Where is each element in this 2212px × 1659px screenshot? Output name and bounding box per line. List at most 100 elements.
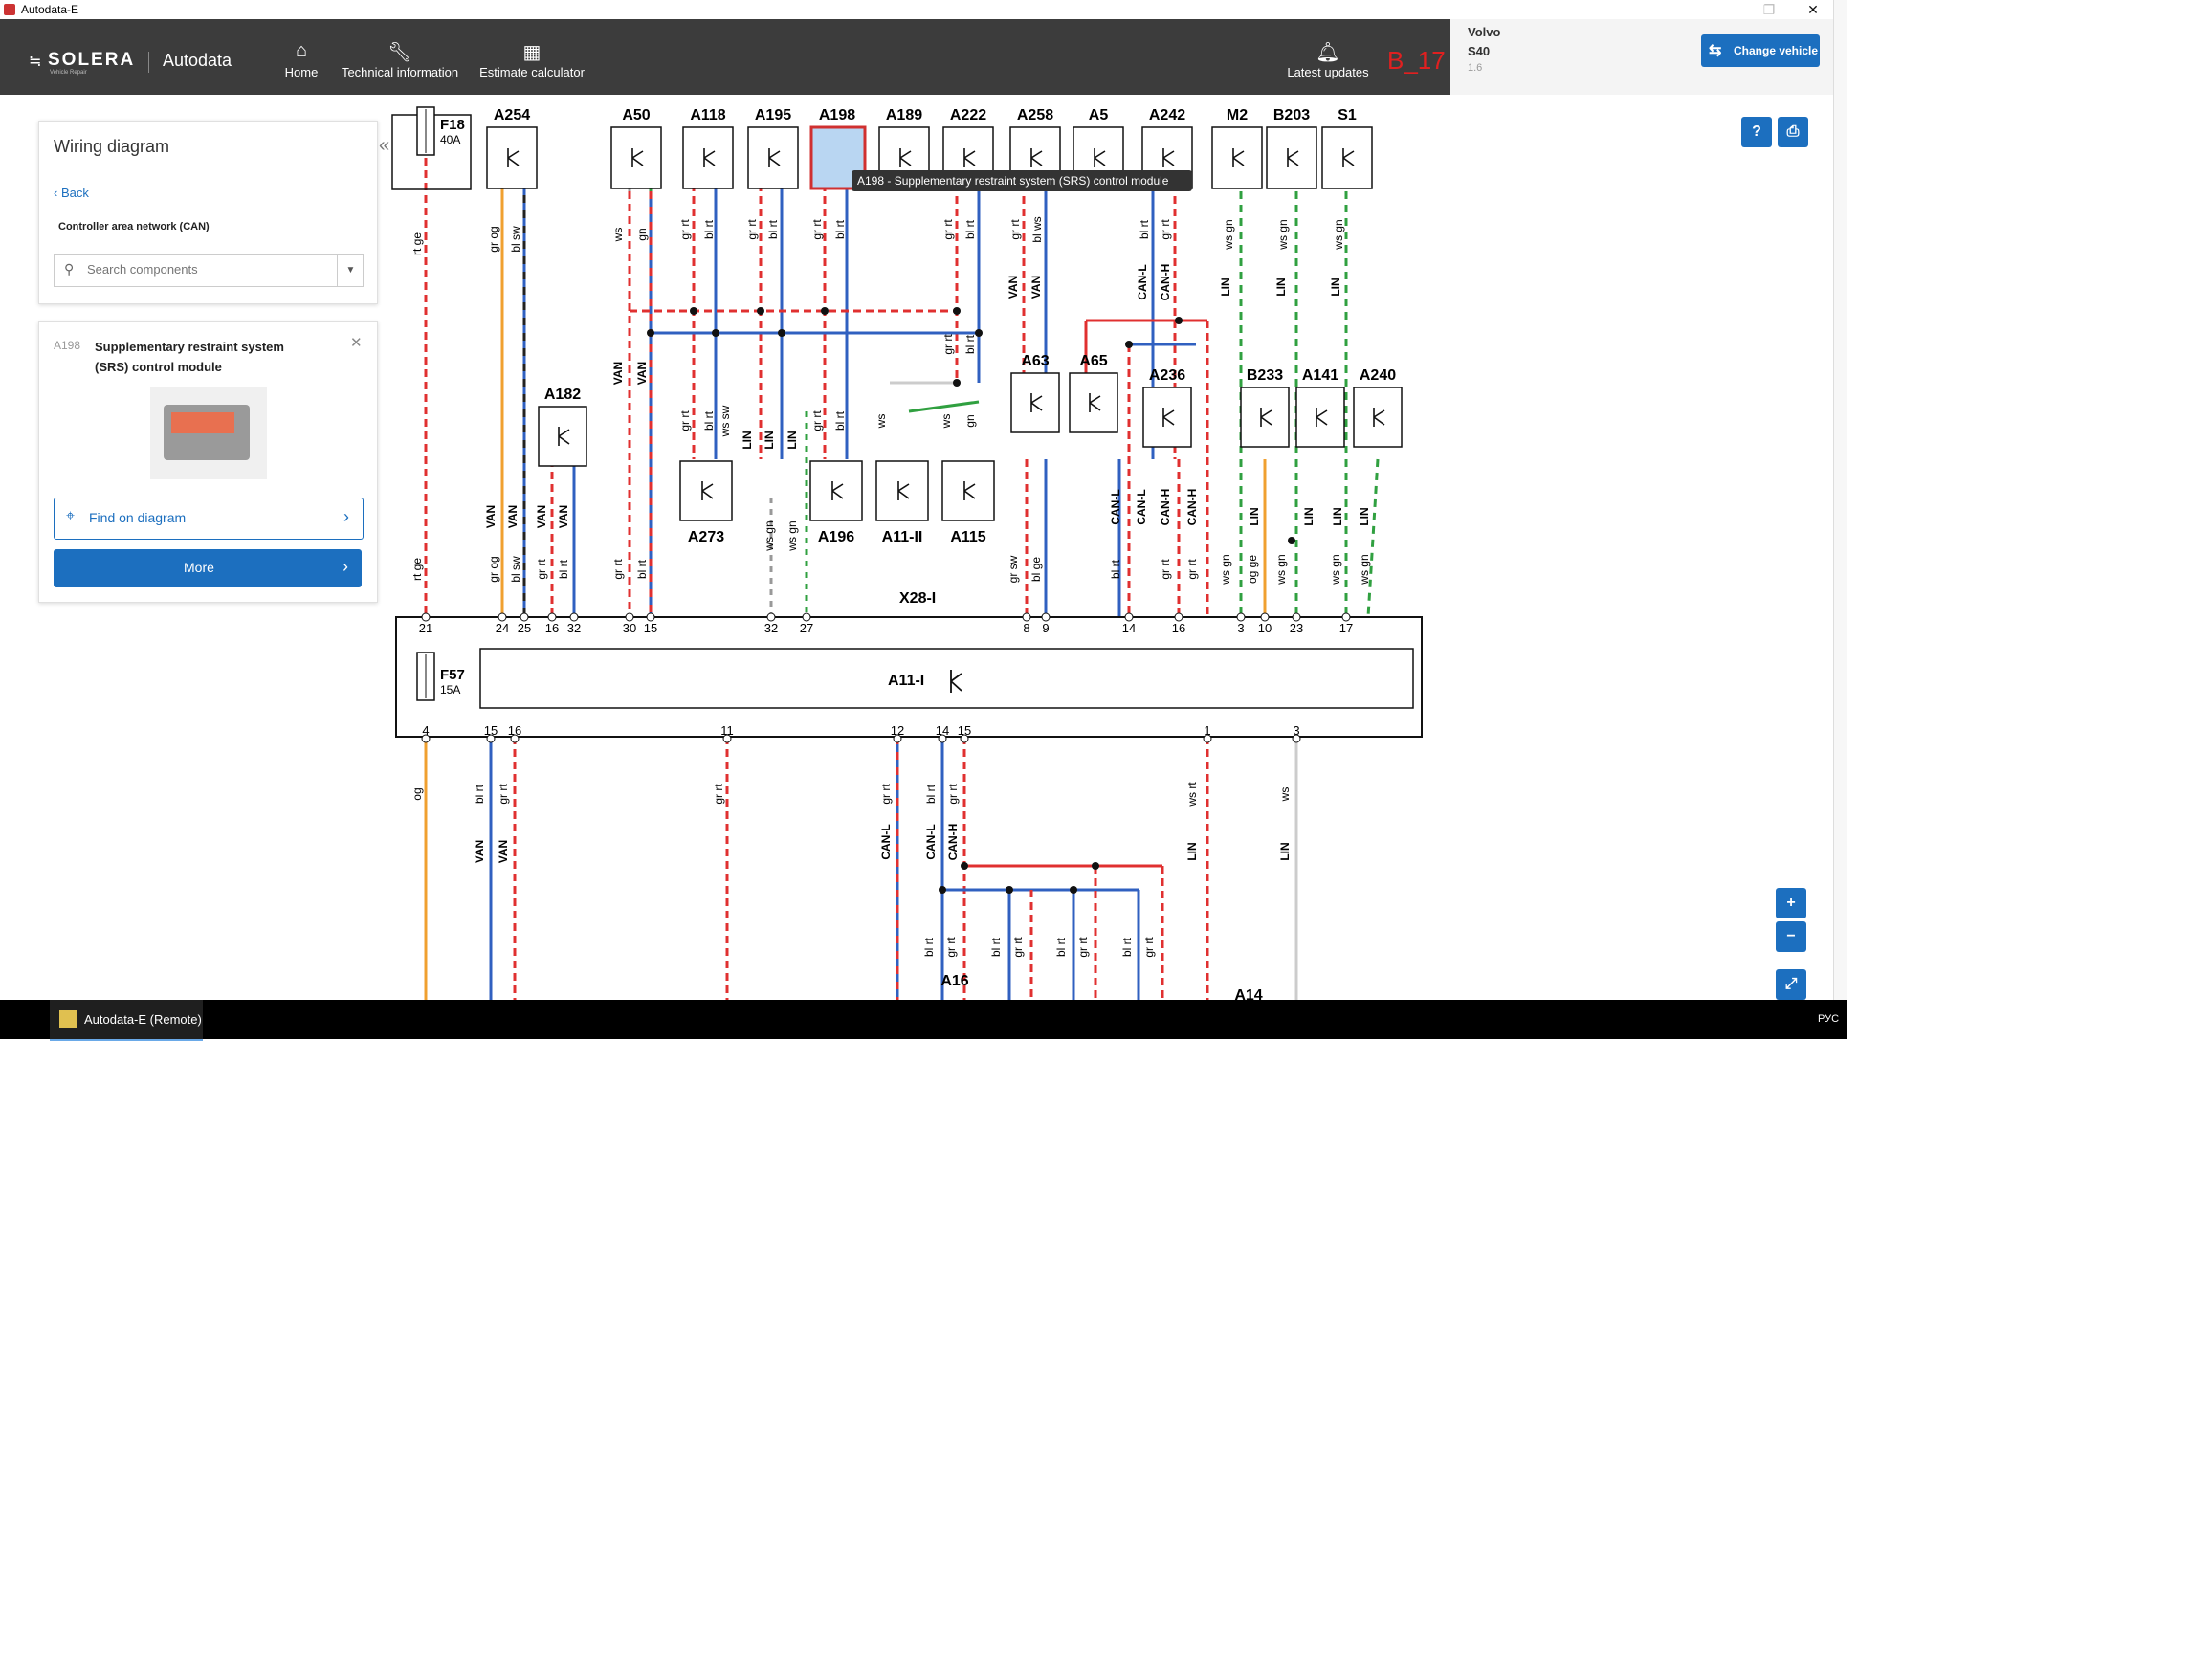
module-label: A273 <box>688 529 724 545</box>
module-box <box>1240 387 1290 448</box>
fuse-f18[interactable]: F18 40A <box>391 106 472 190</box>
nav-technical-information[interactable]: 🔧︎ Technical information <box>337 40 463 79</box>
target-icon: ⌖ <box>66 508 76 524</box>
more-chevron-icon: › <box>343 557 348 576</box>
module-a240[interactable]: A240 <box>1353 367 1403 448</box>
wire-label: ws gn <box>1219 554 1232 585</box>
search-dropdown-icon[interactable]: ▼ <box>337 255 364 286</box>
module-label: A254 <box>494 107 530 123</box>
fit-screen-button[interactable]: ⤢ <box>1776 969 1806 1000</box>
wire-label: bl rt <box>963 334 977 354</box>
transistor-icon <box>1342 148 1355 167</box>
chevron-right-icon: › <box>343 507 349 526</box>
module-b203[interactable]: B203 <box>1266 107 1317 189</box>
session-code: B_17 <box>1387 46 1446 75</box>
wire-label: VAN <box>473 840 486 863</box>
pin-number: 30 <box>623 621 636 635</box>
pin-terminal <box>421 612 431 622</box>
side-panel: Wiring diagram « ‹ Back Controller area … <box>0 95 389 1000</box>
vehicle-make: Volvo <box>1468 25 1501 39</box>
wire-label: LIN <box>1331 507 1344 525</box>
junction-dots <box>647 307 1295 894</box>
language-indicator[interactable]: РУС <box>1818 1013 1840 1025</box>
restore-icon[interactable]: ❐ <box>1762 2 1776 17</box>
module-a141[interactable]: A141 <box>1295 367 1345 448</box>
module-m2[interactable]: M2 <box>1211 107 1263 189</box>
nav-estimate-calculator[interactable]: ▦ Estimate calculator <box>476 40 588 79</box>
pin-terminal <box>625 612 634 622</box>
pin-terminal <box>1236 612 1246 622</box>
transistor-icon <box>1373 408 1385 427</box>
nav-latest-updates[interactable]: 🔔︎ Latest updates <box>1282 40 1374 79</box>
module-label: A63 <box>1021 353 1049 369</box>
minimize-icon[interactable]: — <box>1718 2 1732 17</box>
transistor-icon <box>1162 148 1175 167</box>
wire-label: ws rt <box>1185 782 1199 807</box>
zoom-out-button[interactable]: − <box>1776 921 1806 952</box>
wire-label: gr rt <box>678 410 692 431</box>
back-link[interactable]: ‹ Back <box>54 186 89 200</box>
more-button[interactable]: More › <box>54 549 362 587</box>
close-card-icon[interactable]: ✕ <box>350 335 363 351</box>
zoom-in-button[interactable]: + <box>1776 888 1806 918</box>
home-icon: ⌂ <box>295 40 308 61</box>
module-a63[interactable]: A63 <box>1010 353 1060 433</box>
nav-home[interactable]: ⌂ Home <box>282 40 321 79</box>
module-a11-ii[interactable]: A11-II <box>875 460 929 545</box>
wire-label: CAN-L <box>879 824 893 859</box>
close-window-icon[interactable]: ✕ <box>1807 2 1819 17</box>
right-scrollbar[interactable] <box>1833 0 1847 1000</box>
fuse-f57[interactable]: F57 15A <box>416 652 465 701</box>
taskbar-app-button[interactable]: Autodata-E (Remote) <box>50 1000 203 1041</box>
wire-label: VAN <box>1029 276 1043 299</box>
search-icon: ⚲ <box>64 261 75 276</box>
module-label: S1 <box>1338 107 1357 123</box>
wire-label: ws gn <box>1358 554 1371 585</box>
wire-label: gr rt <box>535 559 548 580</box>
wire-label: bl rt <box>924 784 938 804</box>
wire-label: gn <box>635 228 649 240</box>
wire-label: VAN <box>611 362 625 385</box>
wire-label: bl ge <box>1029 557 1043 582</box>
module-box <box>1069 372 1118 433</box>
wire-label: ws gn <box>1329 554 1342 585</box>
module-a118[interactable]: A118 <box>682 107 734 189</box>
help-button[interactable]: ? <box>1741 117 1772 147</box>
module-box <box>1295 387 1345 448</box>
module-a195[interactable]: A195 <box>747 107 799 189</box>
taskbar-app-icon <box>59 1010 77 1028</box>
module-b233[interactable]: B233 <box>1240 367 1290 448</box>
module-a254[interactable]: A254 <box>486 107 538 189</box>
collapse-panel-icon[interactable]: « <box>379 135 390 156</box>
module-a50[interactable]: A50 <box>610 107 662 189</box>
wire-label: bl sw <box>509 556 522 583</box>
find-on-diagram-button[interactable]: ⌖ Find on diagram › <box>54 498 364 540</box>
wire-label: bl rt <box>1109 559 1122 579</box>
pin-number: 23 <box>1290 621 1303 635</box>
pin-number: 11 <box>720 723 734 738</box>
module-a182[interactable]: A182 <box>538 387 587 467</box>
pin-number: 16 <box>545 621 559 635</box>
pin-number: 4 <box>422 723 429 738</box>
module-a236[interactable]: A236 <box>1142 367 1192 448</box>
module-s1[interactable]: S1 <box>1321 107 1373 189</box>
module-a65[interactable]: A65 <box>1069 353 1118 433</box>
wire-label: gr rt <box>1159 559 1172 580</box>
module-a196[interactable]: A196 <box>809 460 863 545</box>
change-vehicle-button[interactable]: ⇆ Change vehicle <box>1701 34 1820 67</box>
vehicle-model: S40 <box>1468 44 1491 58</box>
transistor-icon <box>703 148 716 167</box>
pin-number: 1 <box>1204 723 1210 738</box>
more-label: More <box>184 560 214 575</box>
search-box[interactable]: ⚲ ▼ <box>54 254 364 287</box>
window-title-bar: Autodata-E — ❐ ✕ <box>0 0 1847 19</box>
search-input[interactable] <box>85 261 319 277</box>
print-button[interactable]: ⎙ <box>1778 117 1808 147</box>
connector-x28[interactable]: X28-I A11-I <box>395 590 1423 738</box>
wire-label: bl rt <box>702 219 716 239</box>
change-vehicle-label: Change vehicle <box>1734 44 1819 57</box>
module-a115[interactable]: A115 <box>941 460 995 545</box>
module-a273[interactable]: A273 <box>679 460 733 545</box>
